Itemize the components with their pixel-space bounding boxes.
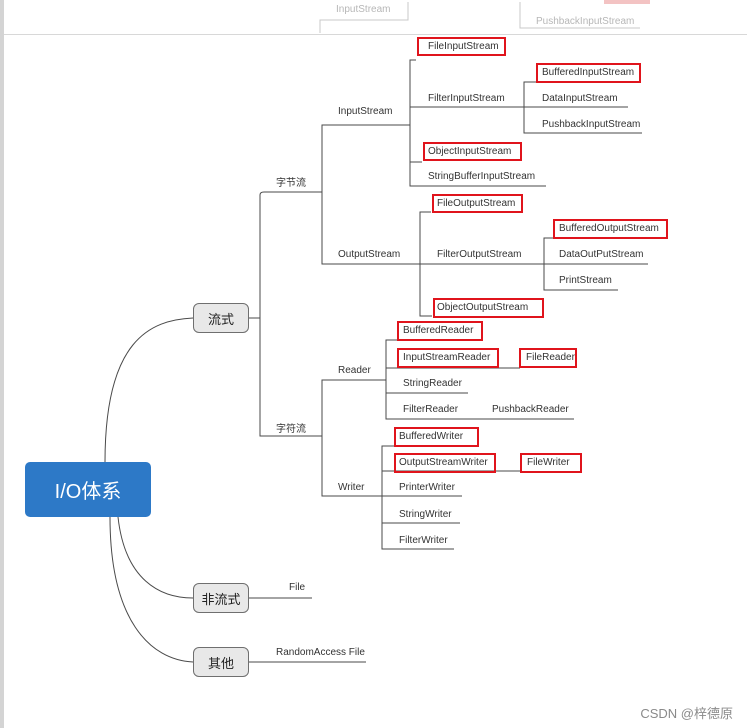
objectoutputstream-node: ObjectOutputStream xyxy=(437,302,529,313)
byte-stream-label: 字节流 xyxy=(276,178,306,189)
bufferedwriter-node: BufferedWriter xyxy=(399,431,464,442)
highlight-box xyxy=(394,453,496,473)
top-fragment-right: PushbackInputStream xyxy=(536,16,635,27)
highlight-box xyxy=(432,194,523,213)
stringreader-node: StringReader xyxy=(403,378,462,389)
highlight-box xyxy=(519,348,577,368)
cropped-top-fragment: InputStream PushbackInputStream xyxy=(4,0,747,36)
root-node: I/O体系 xyxy=(25,462,151,517)
fileinputstream-node: FileInputStream xyxy=(428,41,499,52)
stringwriter-node: StringWriter xyxy=(399,509,452,520)
printstream-node: PrintStream xyxy=(559,275,612,286)
reader-label: Reader xyxy=(338,365,371,376)
category-other: 其他 xyxy=(193,647,249,677)
highlight-box xyxy=(520,453,582,473)
writer-label: Writer xyxy=(338,482,365,493)
highlight-box xyxy=(433,298,544,318)
pushbackinputstream-node: PushbackInputStream xyxy=(542,119,641,130)
highlight-box xyxy=(417,37,506,56)
stringbufferinputstream-node: StringBufferInputStream xyxy=(428,171,536,182)
category-stream: 流式 xyxy=(193,303,249,333)
watermark: CSDN @梓德原 xyxy=(640,706,733,721)
filereader-node: FileReader xyxy=(526,352,575,363)
bufferedreader-node: BufferedReader xyxy=(403,325,474,336)
top-divider xyxy=(4,34,747,35)
highlight-box xyxy=(536,63,641,83)
filteroutputstream-node: FilterOutputStream xyxy=(437,249,522,260)
datainputstream-node: DataInputStream xyxy=(542,93,618,104)
bufferedoutputstream-node: BufferedOutputStream xyxy=(559,223,659,234)
objectinputstream-node: ObjectInputStream xyxy=(428,146,512,157)
pushbackreader-node: PushbackReader xyxy=(492,404,569,415)
top-fragment-highlight xyxy=(604,0,650,4)
bufferedinputstream-node: BufferedInputStream xyxy=(542,67,635,78)
printerwriter-node: PrinterWriter xyxy=(399,482,455,493)
highlight-box xyxy=(553,219,668,239)
file-node: File xyxy=(289,582,306,593)
outputstream-label: OutputStream xyxy=(338,249,401,260)
randomaccessfile-node: RandomAccess File xyxy=(276,647,365,658)
highlight-box xyxy=(423,142,522,161)
filewriter-node: FileWriter xyxy=(527,457,570,468)
dataoutputstream-node: DataOutPutStream xyxy=(559,249,644,260)
highlight-box xyxy=(394,427,479,447)
left-page-border xyxy=(0,0,4,728)
filterwriter-node: FilterWriter xyxy=(399,535,448,546)
filterreader-node: FilterReader xyxy=(403,404,459,415)
char-stream-label: 字符流 xyxy=(276,424,306,435)
category-nonstream: 非流式 xyxy=(193,583,249,613)
outputstreamwriter-node: OutputStreamWriter xyxy=(399,457,488,468)
inputstreamreader-node: InputStreamReader xyxy=(403,352,491,363)
inputstream-label: InputStream xyxy=(338,106,393,117)
fileoutputstream-node: FileOutputStream xyxy=(437,198,516,209)
highlight-box xyxy=(397,348,499,368)
highlight-box xyxy=(397,321,483,341)
top-fragment-left: InputStream xyxy=(336,4,391,15)
filterinputstream-node: FilterInputStream xyxy=(428,93,505,104)
